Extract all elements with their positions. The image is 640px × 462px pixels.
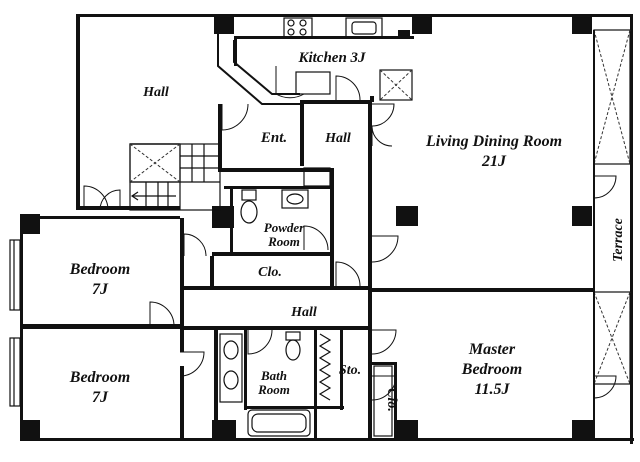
label-master-bedroom-2: Bedroom (461, 361, 522, 378)
label-hall-top: Hall (142, 85, 169, 100)
room-labels: Hall Kitchen 3J Ent. Hall Living Dining … (69, 50, 626, 412)
left-windows (9, 239, 21, 407)
label-living-dining: Living Dining Room (425, 133, 562, 150)
fixtures (219, 17, 413, 437)
label-bedroom-2: Bedroom (69, 369, 130, 386)
interior-walls (180, 34, 594, 440)
terrace-glazing (593, 29, 631, 440)
label-storage: Sto. (339, 363, 361, 378)
label-living-dining-size: 21J (481, 153, 507, 170)
label-bath-room-1: Bath (260, 368, 287, 383)
label-powder-room-1: Powder (264, 220, 305, 235)
label-bath-room-2: Room (257, 382, 290, 397)
label-powder-room-2: Room (267, 234, 300, 249)
label-bedroom-2-size: 7J (92, 389, 109, 406)
label-entrance: Ent. (260, 130, 287, 146)
label-master-bedroom-1: Master (468, 341, 516, 358)
label-bedroom-1-size: 7J (92, 281, 109, 298)
label-kitchen: Kitchen 3J (297, 50, 366, 66)
label-hall-mid: Hall (324, 131, 351, 146)
label-bedroom-1: Bedroom (69, 261, 130, 278)
door-swings (83, 66, 617, 401)
label-closet-mid: Clo. (258, 265, 282, 280)
label-terrace: Terrace (611, 218, 626, 262)
label-closet-master: Clo. (384, 388, 399, 412)
staircase (129, 143, 221, 211)
label-master-bedroom-size: 11.5J (474, 381, 510, 398)
label-hall-bottom: Hall (290, 305, 317, 320)
